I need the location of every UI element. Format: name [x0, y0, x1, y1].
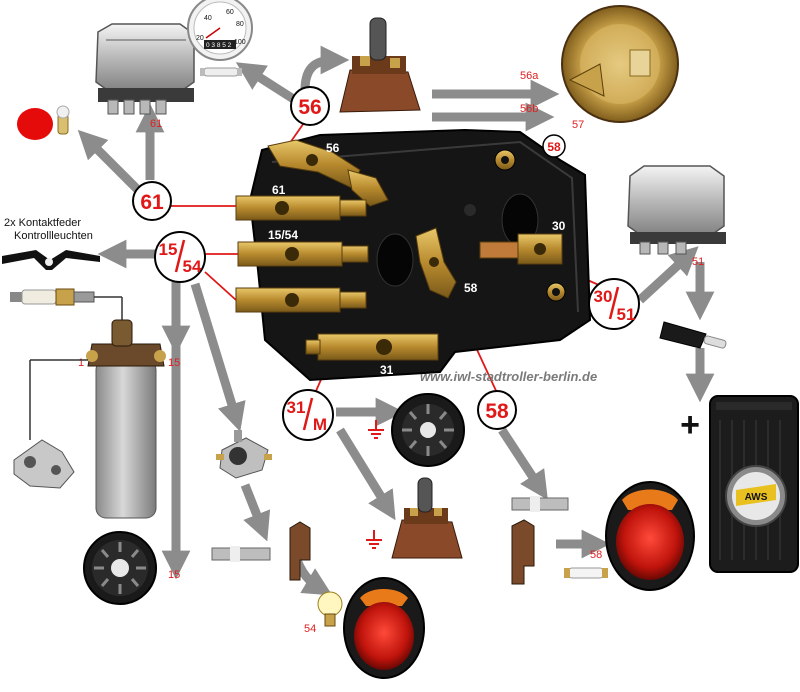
tail-light-right: 58 — [590, 481, 695, 591]
circle-15-54: 15 54 — [154, 231, 206, 283]
svg-text:58: 58 — [547, 140, 561, 154]
battery-plus: + — [680, 406, 700, 444]
terminal-61 — [235, 195, 367, 221]
board-label-61: 61 — [272, 183, 286, 197]
terminal-56 — [267, 139, 389, 207]
battery: AWS + — [680, 395, 799, 573]
circle-58: 58 — [477, 390, 517, 430]
contact-springs: 2x Kontaktfeder Kontrollleuchten — [2, 217, 100, 270]
arrow-31m-to-switch — [336, 427, 396, 521]
speedo-tick: 80 — [236, 21, 244, 28]
regulator-right: 51 — [627, 165, 726, 268]
battery-badge: AWS — [745, 492, 768, 503]
arrow-1554-to-stoplight-switch — [190, 282, 246, 432]
breaker-points — [13, 439, 75, 489]
ground-symbol-1 — [368, 420, 384, 439]
circle-61: 61 — [132, 181, 172, 221]
svg-text:15: 15 — [159, 240, 178, 259]
board-hole — [501, 156, 509, 164]
svg-text:31: 31 — [287, 398, 306, 417]
svg-text:58: 58 — [485, 400, 509, 423]
bulb-terminal-54: 54 — [304, 623, 316, 635]
regulator-right-terminal: 51 — [692, 256, 704, 268]
tail-light-bottom — [343, 577, 425, 679]
board-label-56: 56 — [326, 141, 340, 155]
arrow-61-to-lamp — [77, 129, 142, 194]
arrow-3051-to-regulator — [636, 246, 699, 304]
circle-56: 56 — [290, 86, 330, 126]
light-switch-bottom — [391, 477, 463, 559]
board-slot — [376, 233, 414, 287]
watermark: www.iwl-stadtroller-berlin.de — [420, 369, 597, 384]
arrow-58-to-bracket — [498, 427, 548, 501]
svg-text:61: 61 — [140, 191, 164, 214]
arrow-stoplight-to-bracket — [240, 483, 271, 542]
terminal-31 — [305, 333, 439, 361]
svg-text:30: 30 — [594, 287, 613, 306]
board-label-15-54: 15/54 — [268, 228, 298, 242]
speedo-tick: 60 — [226, 9, 234, 16]
regulator-top: 61 — [95, 23, 195, 130]
contact-note-line2: Kontrollleuchten — [14, 230, 93, 242]
arrow-56-to-switch — [300, 45, 350, 91]
board-label-30: 30 — [552, 219, 566, 233]
speedo-odometer: 0 3 8 5 2 — [206, 42, 232, 49]
headlight-terminal-56a: 56a — [520, 70, 539, 82]
circle-58-small: 58 — [542, 134, 566, 158]
coil-terminal-15: 15 — [168, 357, 180, 369]
headlight-terminal-56b: 56b — [520, 103, 538, 115]
headlight-terminal-57: 57 — [572, 119, 584, 131]
coil-terminal-1: 1 — [78, 357, 84, 369]
red-indicator-dot — [17, 108, 53, 140]
terminal-15-54 — [235, 241, 369, 313]
tail-light-left: 15 — [83, 531, 180, 605]
stoplight-switch — [216, 430, 272, 479]
arrow-56-to-speedometer — [235, 62, 298, 104]
bulb-holder-left: 54 — [211, 521, 343, 635]
circle-31-m: 31 M — [282, 389, 334, 441]
ground-symbol-2 — [366, 530, 382, 549]
board-label-31: 31 — [380, 363, 394, 377]
tail-right-terminal: 58 — [590, 549, 602, 561]
speedometer: 20 40 60 80 100 0 3 8 5 2 — [187, 0, 253, 77]
contact-note-line1: 2x Kontaktfeder — [4, 217, 81, 229]
tail-light-center — [391, 393, 465, 467]
headlight: 56a 56b 57 — [520, 5, 679, 131]
svg-text:51: 51 — [617, 305, 636, 324]
spark-plug — [10, 288, 123, 322]
ignition-coil: 1 15 — [29, 319, 180, 519]
speedo-tick: 100 — [234, 39, 246, 46]
terminal-30 — [479, 233, 563, 265]
fuse-holder — [659, 321, 727, 349]
warning-lamp — [17, 105, 70, 140]
regulator-top-terminal: 61 — [150, 118, 162, 130]
leader-1554-b — [204, 271, 237, 301]
terminal-board: 56 61 15/54 30 58 31 — [235, 128, 592, 382]
board-hole — [552, 288, 560, 296]
bulb-holder-right — [511, 496, 608, 585]
tail-left-terminal: 15 — [168, 569, 180, 581]
terminal-58 — [415, 227, 457, 299]
light-switch-top — [339, 17, 421, 113]
svg-text:54: 54 — [183, 257, 202, 276]
svg-text:56: 56 — [298, 96, 321, 119]
board-label-58: 58 — [464, 281, 478, 295]
speedo-tick: 40 — [204, 15, 212, 22]
speedo-tick: 20 — [196, 35, 204, 42]
circle-30-51: 30 51 — [588, 278, 640, 330]
svg-text:M: M — [313, 415, 327, 434]
